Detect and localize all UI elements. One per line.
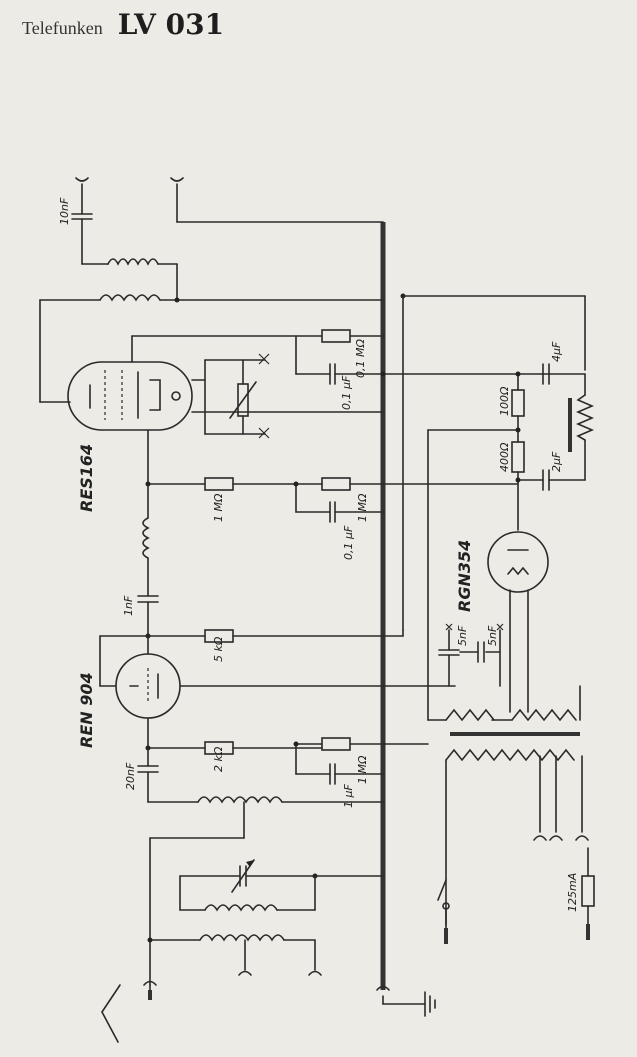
label-1M-low: 1 MΩ xyxy=(356,755,369,784)
capacitor-10nF xyxy=(71,209,93,265)
resistor-1M-low xyxy=(293,737,429,785)
label-5nF-b: 5nF xyxy=(486,625,499,646)
resistor-0-1M-top xyxy=(295,329,384,375)
label-5k: 5 kΩ xyxy=(212,636,225,662)
capacitor-20nF xyxy=(137,747,199,803)
resistor-1M-mid xyxy=(293,477,519,523)
label-2uF: 2µF xyxy=(550,451,563,472)
aerial-connector xyxy=(101,980,157,1043)
label-5nF-a: 5nF xyxy=(456,625,469,646)
title-bar: Telefunken LV 031 xyxy=(22,8,224,41)
label-2k: 2 kΩ xyxy=(212,746,225,772)
ht-line-top xyxy=(400,293,586,631)
resistor-5k xyxy=(145,629,404,643)
heater-network xyxy=(191,353,384,439)
tube-label-ren904: REN 904 xyxy=(77,672,96,748)
capacitor-2uF xyxy=(515,469,586,491)
label-1M-mid: 1 MΩ xyxy=(356,493,369,522)
tube-rgn354 xyxy=(487,531,549,713)
label-10nF: 10nF xyxy=(58,197,71,225)
capacitor-5nF-b xyxy=(459,623,504,687)
tube-res164 xyxy=(67,361,193,431)
label-1M-left: 1 MΩ xyxy=(212,493,225,522)
choke-coil xyxy=(142,483,150,597)
label-400-ohm: 400Ω xyxy=(498,442,511,472)
label-4uF: 4µF xyxy=(550,341,563,362)
label-0-1M-top: 0,1 MΩ xyxy=(354,339,367,378)
antenna-coil-primary xyxy=(81,258,178,301)
antenna-connector-1 xyxy=(75,177,89,211)
tap-connector-1 xyxy=(238,970,252,976)
speaker-winding xyxy=(568,373,595,481)
capacitor-5nF-a xyxy=(438,623,460,687)
tuning-variable-capacitor xyxy=(179,859,318,893)
capacitor-1nF xyxy=(137,595,159,637)
label-1nF: 1nF xyxy=(122,595,135,616)
model-number: LV 031 xyxy=(117,8,225,41)
label-125mA: 125mA xyxy=(566,873,579,912)
mains-tap-connectors xyxy=(533,835,589,841)
tuning-coil xyxy=(179,875,384,912)
tube-ren904 xyxy=(99,635,456,749)
tube-label-rgn354: RGN354 xyxy=(455,540,474,612)
reaction-coil xyxy=(149,796,384,986)
fuse-125mA xyxy=(581,847,595,933)
resistor-2k xyxy=(145,741,323,755)
resistor-400-ohm xyxy=(427,427,525,721)
tap-connector-2 xyxy=(308,970,322,976)
antenna-coupling-coil xyxy=(147,934,316,971)
label-1uF-low: 1 µF xyxy=(342,784,355,808)
antenna-coil-secondary xyxy=(39,294,384,403)
capacitor-0-1uF-top xyxy=(329,363,586,385)
mains-switch xyxy=(437,879,450,931)
label-0-1uF-top: 0,1 µF xyxy=(340,375,353,410)
label-20nF: 20nF xyxy=(124,762,137,790)
earth-connector xyxy=(376,985,436,1017)
resistor-100-ohm xyxy=(511,371,525,431)
antenna-connector-2 xyxy=(170,177,384,223)
power-transformer xyxy=(427,685,583,926)
brand-name: Telefunken xyxy=(22,18,103,38)
label-0-1uF-mid: 0,1 µF xyxy=(342,525,355,560)
label-100-ohm: 100Ω xyxy=(498,386,511,416)
capacitor-4uF xyxy=(542,363,550,385)
tube-label-res164: RES164 xyxy=(77,444,96,512)
